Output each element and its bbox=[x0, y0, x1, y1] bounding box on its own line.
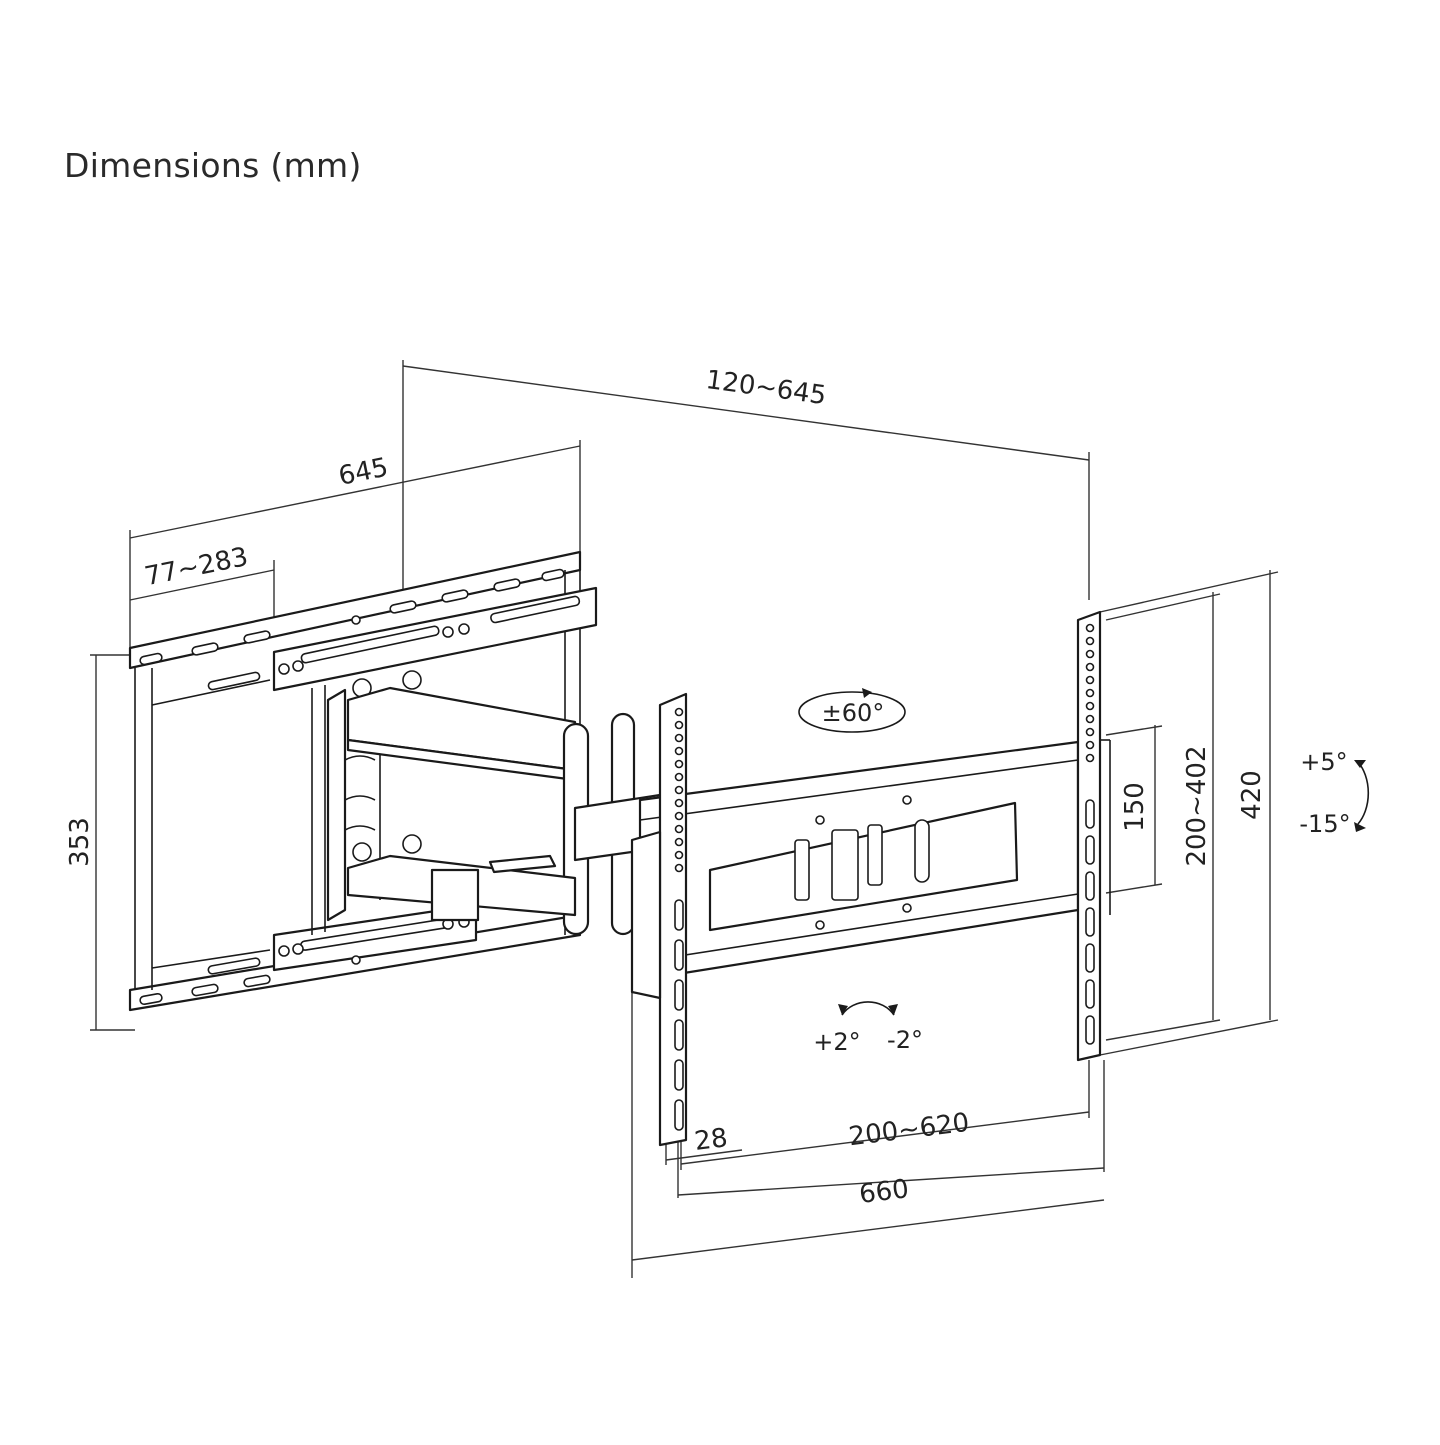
mounting-hole bbox=[1085, 662, 1095, 672]
swing-arms bbox=[326, 670, 662, 936]
mounting-slot bbox=[1085, 799, 1095, 829]
label-tilt-down: -15° bbox=[1299, 810, 1350, 838]
mounting-slot bbox=[674, 1099, 684, 1131]
mounting-slot bbox=[1085, 943, 1095, 973]
mounting-hole bbox=[674, 837, 684, 847]
mounting-hole bbox=[1085, 701, 1095, 711]
mounting-hole bbox=[674, 863, 684, 873]
wall-plate bbox=[128, 550, 598, 1012]
mounting-slot bbox=[1085, 979, 1095, 1009]
mounting-hole bbox=[674, 824, 684, 834]
mounting-hole bbox=[1085, 714, 1095, 724]
label-vesa-vertical-min: 150 bbox=[1120, 782, 1150, 832]
mounting-hole bbox=[1085, 636, 1095, 646]
mounting-slot bbox=[1085, 835, 1095, 865]
label-tv-plate-height: 420 bbox=[1237, 770, 1267, 820]
label-vesa-horizontal: 200~620 bbox=[847, 1108, 971, 1153]
mounting-slot bbox=[1085, 871, 1095, 901]
mounting-slot bbox=[1085, 907, 1095, 937]
mounting-hole bbox=[1085, 688, 1095, 698]
label-vesa-vertical: 200~402 bbox=[1182, 745, 1212, 866]
label-plate-offset: 28 bbox=[693, 1123, 730, 1157]
mounting-hole bbox=[674, 798, 684, 808]
label-extension: 120~645 bbox=[704, 365, 828, 411]
mounting-hole bbox=[1085, 753, 1095, 763]
mounting-hole bbox=[674, 772, 684, 782]
mounting-hole bbox=[1085, 740, 1095, 750]
mounting-hole bbox=[674, 707, 684, 717]
label-swivel: ±60° bbox=[822, 699, 885, 727]
mounting-hole bbox=[674, 785, 684, 795]
tv-plate bbox=[630, 610, 1111, 1147]
mounting-hole bbox=[1085, 649, 1095, 659]
label-wall-plate-height: 353 bbox=[65, 817, 95, 867]
label-tv-plate-width: 660 bbox=[858, 1174, 911, 1210]
mounting-hole bbox=[674, 720, 684, 730]
dimension-lines bbox=[90, 360, 1279, 1278]
mounting-slot bbox=[1085, 1015, 1095, 1045]
mounting-hole bbox=[674, 850, 684, 860]
label-level-minus: -2° bbox=[887, 1026, 923, 1054]
motion-arrows bbox=[798, 688, 1370, 1016]
mounting-hole bbox=[1085, 623, 1095, 633]
mounting-slot bbox=[674, 979, 684, 1011]
label-level-plus: +2° bbox=[813, 1028, 860, 1056]
mounting-hole bbox=[674, 746, 684, 756]
mounting-hole bbox=[674, 733, 684, 743]
mounting-slot bbox=[674, 939, 684, 971]
mounting-hole bbox=[1085, 727, 1095, 737]
mounting-hole bbox=[674, 811, 684, 821]
mounting-hole bbox=[674, 759, 684, 769]
diagram-title: Dimensions (mm) bbox=[64, 146, 362, 185]
label-wall-plate-spacing: 77~283 bbox=[142, 542, 250, 592]
label-tilt-up: +5° bbox=[1300, 748, 1347, 776]
mounting-slot bbox=[674, 1019, 684, 1051]
mounting-hole bbox=[1085, 675, 1095, 685]
motion-labels: ±60° +5° -15° +2° -2° bbox=[813, 699, 1350, 1056]
mounting-slot bbox=[674, 899, 684, 931]
mounting-slot bbox=[674, 1059, 684, 1091]
